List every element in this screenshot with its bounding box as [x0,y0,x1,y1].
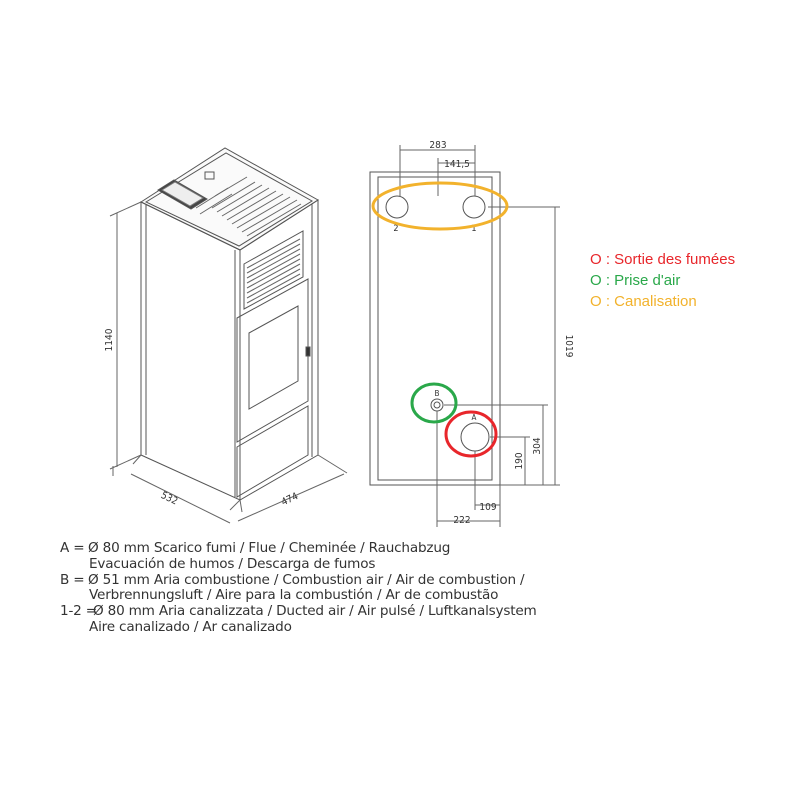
lower-panel [236,405,309,498]
dim-flue-side-offset: 109 [479,502,496,513]
legend-item-ducted-air: O : Canalisation [590,293,697,310]
label-outlet-2: 2 [393,224,398,234]
note-a-continuation: Evacuación de humos / Descarga de fumos [89,555,376,572]
stove-rear-view [369,145,560,527]
label-outlet-1: 1 [471,224,476,234]
color-legend: O : Sortie des fumées O : Prise d'air O … [590,249,735,312]
stove-left-face [140,201,241,501]
dim-air-intake-side-offset: 222 [453,515,470,526]
dim-outlet-offset: 141,5 [444,159,470,170]
stove-door [236,278,309,443]
dim-air-intake-height: 304 [532,437,543,454]
door-window [248,305,299,410]
note-12-key: 1-2 = [60,603,97,620]
note-12-continuation: Aire canalizado / Ar canalizado [89,618,292,635]
stove-perspective-view [109,147,348,524]
ducted-outlet-2 [385,195,409,219]
label-outlet-b: B [435,389,440,398]
note-12-text: Ø 80 mm Aria canalizzata / Ducted air / … [93,603,537,620]
dim-height-total: 1140 [104,328,115,351]
flue-outlet-a [460,422,490,452]
dim-width: 474 [280,491,300,508]
label-outlet-a: A [472,413,477,422]
note-a-key: A = [60,540,85,556]
front-grille [243,230,304,310]
note-b-continuation: Verbrennungsluft / Aire para la combusti… [89,587,499,604]
connection-notes: A = Ø 80 mm Scarico fumi / Flue / Chemin… [60,540,780,636]
dim-outlets-span: 283 [429,140,446,151]
dim-depth: 532 [159,490,179,507]
rear-panel-outer [369,171,501,486]
stove-top-face [139,147,319,251]
air-intake-highlight [410,382,458,424]
dim-flue-height: 190 [514,452,525,469]
top-grille [195,176,302,237]
flue-outlet-highlight [444,410,498,458]
ducted-air-highlight [371,181,509,231]
ducted-outlet-1 [462,195,486,219]
air-intake-b [430,398,444,412]
rear-dimension-lines [399,145,560,527]
note-b-key: B = [60,571,85,588]
note-a: A = Ø 80 mm Scarico fumi / Flue / Chemin… [60,540,780,557]
legend-item-air-intake: O : Prise d'air [590,272,681,289]
dim-height-outlets: 1019 [563,335,574,358]
note-12: 1-2 = Ø 80 mm Aria canalizzata / Ducted … [60,603,780,620]
note-b-text: Ø 51 mm Aria combustione / Combustion ai… [88,571,525,588]
door-handle [305,346,311,357]
perspective-dimension-lines [109,201,348,524]
note-b: B = Ø 51 mm Aria combustione / Combustio… [60,571,780,589]
note-a-text: Ø 80 mm Scarico fumi / Flue / Cheminée /… [88,540,451,556]
legend-item-flue: O : Sortie des fumées [590,251,736,268]
